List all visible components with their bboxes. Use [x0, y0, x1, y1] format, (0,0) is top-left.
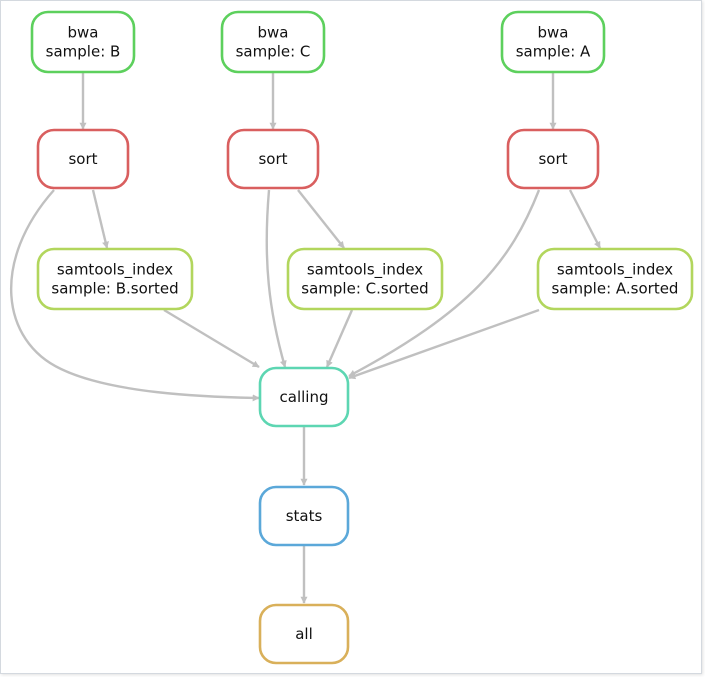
node-box-sort_c — [226, 128, 320, 190]
node-box-all — [258, 603, 350, 665]
node-box-stats — [258, 485, 350, 547]
node-all: all — [258, 603, 350, 665]
edges-layer — [10, 73, 602, 604]
node-sort_c: sort — [226, 128, 320, 190]
edge-idx_a-to-calling — [348, 308, 540, 380]
node-label-bwa_b-0: bwa — [68, 24, 99, 42]
node-box-bwa_b — [30, 10, 136, 74]
node-label-bwa_b-1: sample: B — [46, 43, 121, 61]
node-box-sort_a — [506, 128, 600, 190]
node-box-bwa_a — [500, 10, 606, 74]
node-label-sort_a-0: sort — [538, 150, 567, 168]
node-box-calling — [258, 366, 350, 428]
node-label-calling-0: calling — [280, 388, 329, 406]
node-box-idx_a — [536, 247, 694, 311]
node-label-idx_a-0: samtools_index — [557, 261, 673, 280]
node-label-sort_c-0: sort — [258, 150, 287, 168]
node-label-stats-0: stats — [286, 507, 323, 525]
edge-sort_b-to-idx_b — [91, 189, 109, 249]
edge-sort_c-to-calling — [265, 189, 287, 368]
edge-sort_a-to-calling — [348, 189, 541, 378]
node-label-sort_b-0: sort — [68, 150, 97, 168]
node-label-idx_a-1: sample: A.sorted — [552, 280, 679, 298]
node-label-bwa_a-1: sample: A — [516, 43, 591, 61]
edge-sort_c-to-idx_c — [297, 189, 345, 249]
node-label-bwa_c-1: sample: C — [236, 43, 311, 61]
node-label-idx_c-1: sample: C.sorted — [301, 280, 428, 298]
node-stats: stats — [258, 485, 350, 547]
node-label-all-0: all — [295, 625, 313, 643]
edge-idx_b-to-calling — [163, 308, 260, 369]
node-label-bwa_c-0: bwa — [258, 24, 289, 42]
node-box-idx_b — [36, 247, 194, 311]
node-sort_b: sort — [36, 128, 130, 190]
node-calling: calling — [258, 366, 350, 428]
node-label-bwa_a-0: bwa — [538, 24, 569, 42]
node-label-idx_b-0: samtools_index — [57, 261, 173, 280]
node-box-idx_c — [286, 247, 444, 311]
edge-idx_c-to-calling — [325, 309, 354, 368]
node-label-idx_c-0: samtools_index — [307, 261, 423, 280]
node-box-sort_b — [36, 128, 130, 190]
node-sort_a: sort — [506, 128, 600, 190]
node-box-bwa_c — [220, 10, 326, 74]
edge-sort_b-to-calling — [10, 189, 260, 402]
node-label-idx_b-1: sample: B.sorted — [51, 280, 178, 298]
edge-sort_a-to-idx_a — [568, 189, 602, 249]
